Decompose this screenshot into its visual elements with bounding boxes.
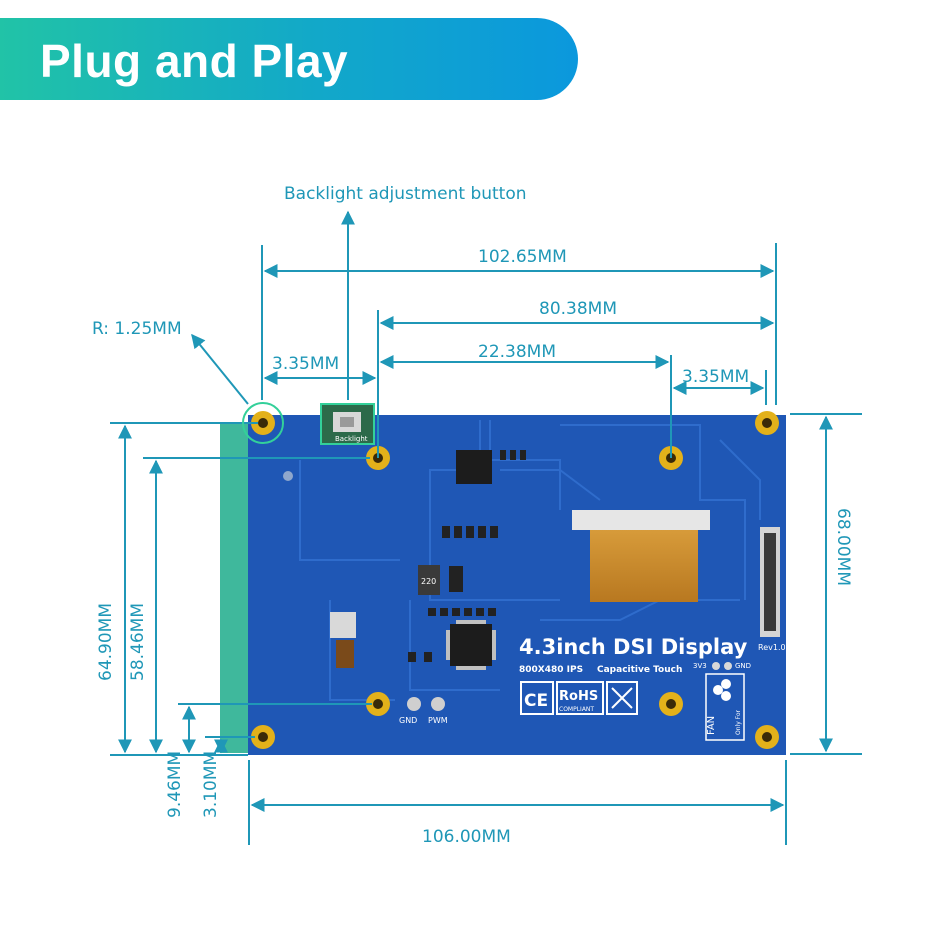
dimension-labels: Backlight adjustment button R: 1.25MM 10… — [92, 184, 853, 847]
title-banner — [0, 18, 578, 100]
weee-icon — [606, 681, 638, 715]
backlight-button: Backlight — [320, 403, 375, 445]
fpc-connector — [572, 510, 710, 530]
fan-icon: FAN Only For — [705, 673, 745, 741]
banner-title: Plug and Play — [40, 35, 349, 87]
svg-text:FAN: FAN — [706, 716, 717, 735]
svg-text:Rev1.0: Rev1.0 — [758, 643, 786, 652]
radius-leader — [191, 333, 249, 405]
gnd-label: GND — [399, 716, 417, 725]
svg-text:Only For: Only For — [735, 709, 742, 735]
ic-chip-top — [456, 450, 492, 484]
svg-text:COMPLIANT: COMPLIANT — [559, 706, 594, 713]
gnd-pad — [407, 697, 421, 711]
board-model-label: 4.3inch DSI Display — [519, 635, 748, 659]
dimension-lines — [110, 210, 862, 845]
fpc-ribbon — [590, 530, 698, 602]
dim-label-22: 22.38MM — [478, 342, 556, 362]
radius-callout: R: 1.25MM — [92, 319, 182, 339]
dim-label-right-3: 3.35MM — [682, 367, 749, 387]
radius-highlight — [242, 402, 284, 444]
ic-chip-main — [450, 624, 492, 666]
dim-label-68: 68.00MM — [833, 508, 853, 586]
rohs-mark: RoHS — [559, 689, 598, 704]
board-side-edge — [220, 423, 252, 753]
dim-label-80: 80.38MM — [539, 299, 617, 319]
ce-mark: CE — [524, 691, 548, 711]
display-board: Backlight 220 — [220, 403, 786, 755]
backlight-callout: Backlight adjustment button — [284, 184, 527, 204]
inductor — [418, 565, 440, 595]
dim-label-9: 9.46MM — [165, 751, 185, 818]
pwm-pad — [431, 697, 445, 711]
svg-text:3V3: 3V3 — [693, 662, 707, 670]
board-touch-label: Capacitive Touch — [597, 665, 682, 675]
backlight-label: Backlight — [335, 435, 368, 443]
dim-label-64: 64.90MM — [96, 603, 116, 681]
dim-label-58: 58.46MM — [128, 603, 148, 681]
svg-text:220: 220 — [421, 577, 436, 586]
small-connector — [330, 612, 356, 638]
dim-label-3-bottom: 3.10MM — [201, 751, 221, 818]
dim-label-left-3: 3.35MM — [272, 354, 339, 374]
mounting-holes — [251, 411, 779, 749]
dim-label-102: 102.65MM — [478, 247, 567, 267]
certification-marks: CE RoHS COMPLIANT — [520, 681, 638, 715]
pwm-label: PWM — [428, 716, 448, 725]
svg-text:GND: GND — [735, 662, 751, 670]
board-resolution-label: 800X480 IPS — [519, 665, 583, 675]
dim-label-106: 106.00MM — [422, 827, 511, 847]
